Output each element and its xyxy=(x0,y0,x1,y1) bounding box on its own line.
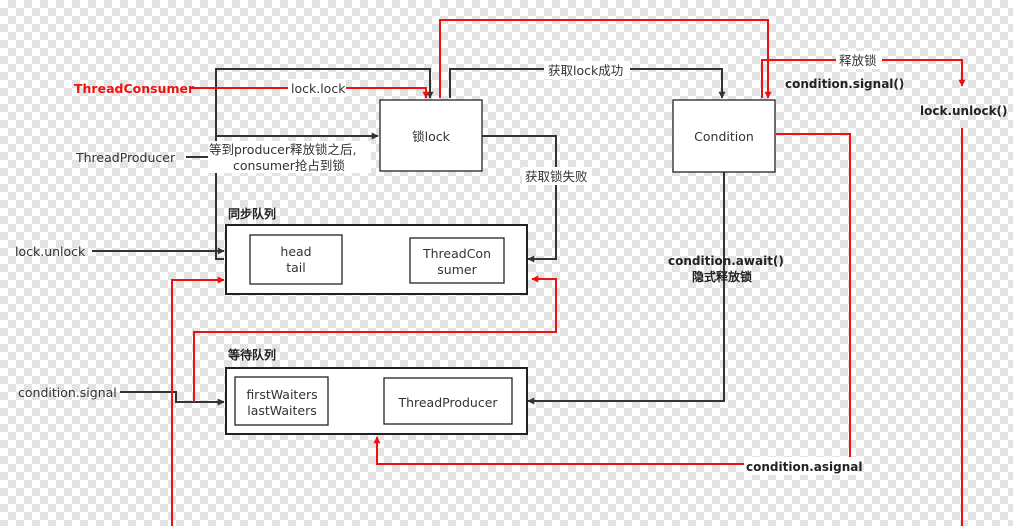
sync-queue-title: 同步队列 xyxy=(228,206,276,221)
lock-box xyxy=(379,99,483,172)
thread-producer-node-label: ThreadProducer xyxy=(397,395,498,410)
lock-node-label: 锁lock xyxy=(412,129,450,144)
wait-label-line2: consumer抢占到锁 xyxy=(233,158,345,173)
lock-lock-label: lock.lock xyxy=(291,81,346,96)
thread-producer-label: ThreadProducer xyxy=(75,150,176,165)
wait-queue-title: 等待队列 xyxy=(227,347,276,362)
thread-consumer-node-line1: ThreadCon xyxy=(422,246,491,261)
acquire-fail-label: 获取锁失败 xyxy=(525,169,588,184)
lock-condition-red-loop xyxy=(439,19,772,99)
lock-lock-loop-arrow xyxy=(215,68,434,136)
thread-consumer-label: ThreadConsumer xyxy=(74,81,195,96)
thread-consumer-node-line2: sumer xyxy=(437,262,477,277)
condition-asignal-label: condition.asignal xyxy=(746,460,863,474)
release-lock-label: 释放锁 xyxy=(839,53,877,68)
thread-producer-node xyxy=(383,377,513,425)
last-waiters-label: lastWaiters xyxy=(247,403,316,418)
wait-label-line1: 等到producer释放锁之后, xyxy=(209,142,356,157)
thread-consumer-node xyxy=(409,237,505,284)
consumer-lock-arrow xyxy=(190,87,430,99)
wait-to-sync-red-arrow xyxy=(193,275,557,402)
producer-to-sync-queue-line xyxy=(215,157,224,260)
waiters-box xyxy=(234,376,329,426)
condition-signal-to-wait-queue-arrow xyxy=(120,391,225,406)
head-label: head xyxy=(280,244,311,259)
head-tail-box xyxy=(249,234,343,285)
acquire-success-label: 获取lock成功 xyxy=(548,63,623,78)
lock-unlock-left-label: lock.unlock xyxy=(15,244,86,259)
acquire-fail-arrow xyxy=(482,135,557,263)
await-label-line1: condition.await() xyxy=(668,254,784,268)
bottom-to-sync-red-arrow xyxy=(171,276,225,526)
condition-signal-left-label: condition.signal xyxy=(18,385,117,400)
await-arrow xyxy=(527,172,725,405)
condition-signal-top-label: condition.signal() xyxy=(785,77,904,91)
first-waiters-label: firstWaiters xyxy=(246,387,317,402)
await-label-line2: 隐式释放锁 xyxy=(692,269,752,284)
condition-box xyxy=(672,99,776,173)
tail-label: tail xyxy=(286,260,306,275)
condition-node-label: Condition xyxy=(694,129,754,144)
lock-unlock-right-label: lock.unlock() xyxy=(920,104,1008,118)
